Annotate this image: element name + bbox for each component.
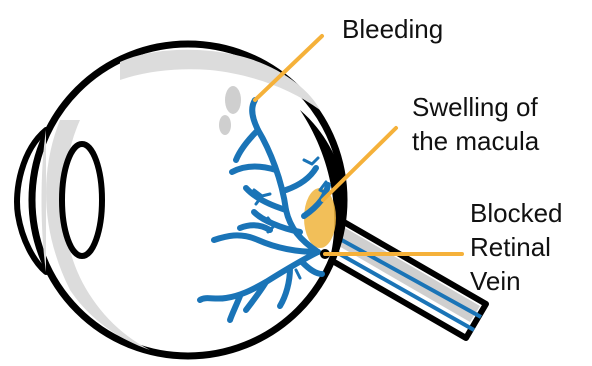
blocked-vein-label-line-1: Blocked <box>470 196 563 230</box>
macula-swelling-label-line-2: the macula <box>412 124 539 158</box>
blocked-vein-label-line-2: Retinal <box>470 230 563 264</box>
bleeding-label: Bleeding <box>342 12 443 46</box>
lens <box>62 144 102 256</box>
macula-swelling-label: Swelling of the macula <box>412 90 539 158</box>
blocked-vein-label: Blocked Retinal Vein <box>470 196 563 298</box>
macula-swelling-label-line-1: Swelling of <box>412 90 539 124</box>
bleeding-label-text: Bleeding <box>342 12 443 46</box>
blocked-vein-label-line-3: Vein <box>470 264 563 298</box>
